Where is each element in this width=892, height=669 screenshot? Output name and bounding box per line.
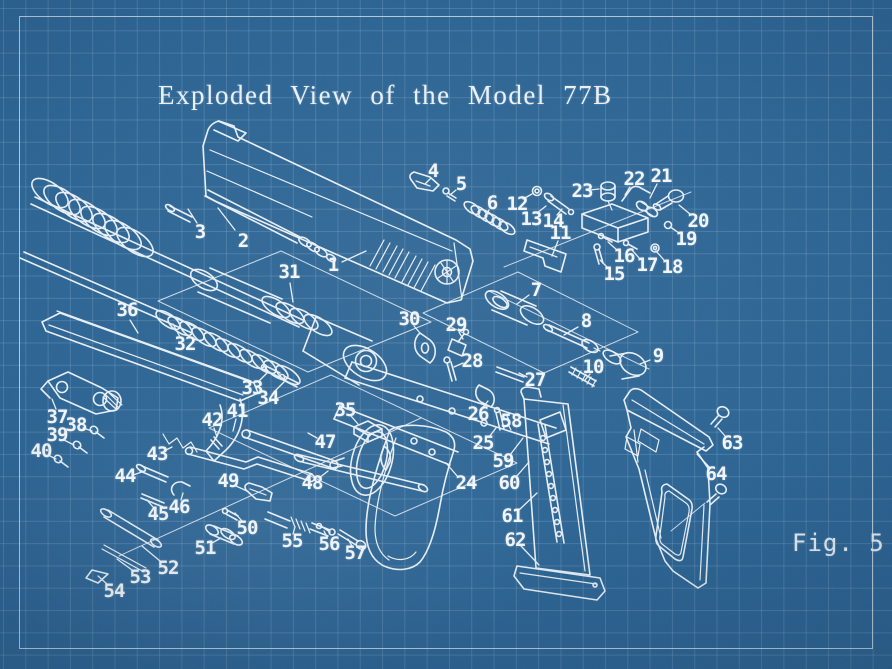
part-label-26: 26 (467, 403, 490, 425)
part-label-25: 25 (472, 432, 495, 454)
part-label-17: 17 (636, 254, 659, 276)
part-label-36: 36 (116, 299, 139, 321)
part-label-5: 5 (455, 173, 467, 195)
part-label-42: 42 (201, 409, 224, 431)
part-label-3: 3 (194, 221, 206, 243)
leader-line-7 (516, 294, 530, 305)
part-label-61: 61 (501, 505, 524, 527)
part-label-24: 24 (455, 472, 478, 494)
part-label-34: 34 (257, 387, 280, 409)
part-label-13: 13 (520, 208, 543, 230)
part-label-49: 49 (217, 470, 240, 492)
part-label-23: 23 (571, 180, 594, 202)
part-label-14: 14 (542, 210, 565, 232)
leader-line-31 (289, 282, 294, 303)
part-label-58: 58 (500, 410, 523, 432)
part-label-32: 32 (174, 333, 197, 355)
part-label-10: 10 (582, 356, 605, 378)
part-label-8: 8 (580, 310, 592, 332)
figure-label: Fig. 5 (792, 529, 885, 557)
diagram-title: Exploded View of the Model 77B (158, 80, 613, 110)
part-label-1: 1 (327, 254, 339, 276)
part-label-59: 59 (492, 450, 515, 472)
part-label-31: 31 (278, 261, 301, 283)
part-label-62: 62 (504, 529, 527, 551)
part-label-56: 56 (318, 533, 341, 555)
leader-line-9 (639, 359, 651, 365)
part-label-28: 28 (461, 350, 484, 372)
part-label-9: 9 (652, 345, 664, 367)
part-label-41: 41 (226, 400, 249, 422)
part-label-54: 54 (103, 580, 126, 602)
part-label-44: 44 (114, 465, 137, 487)
part-label-22: 22 (623, 168, 646, 190)
part-label-51: 51 (194, 537, 217, 559)
leader-line-8 (563, 326, 579, 336)
part-label-57: 57 (344, 542, 367, 564)
part-label-47: 47 (314, 431, 337, 453)
part-label-35: 35 (334, 399, 357, 421)
part-label-27: 27 (524, 369, 547, 391)
part-label-43: 43 (146, 443, 169, 465)
part-label-21: 21 (650, 165, 673, 187)
part-label-60: 60 (498, 472, 521, 494)
part-label-38: 38 (65, 414, 88, 436)
part-label-48: 48 (301, 472, 324, 494)
part-label-52: 52 (157, 557, 180, 579)
part-label-18: 18 (661, 256, 684, 278)
part-label-2: 2 (237, 230, 249, 252)
part-label-16: 16 (613, 245, 636, 267)
part-label-4: 4 (427, 160, 439, 182)
part-label-64: 64 (705, 463, 728, 485)
part-label-46: 46 (168, 496, 191, 518)
leader-line-1 (341, 250, 367, 263)
part-label-63: 63 (721, 432, 744, 454)
part-label-40: 40 (30, 440, 53, 462)
leader-line-36 (129, 319, 139, 334)
part-label-29: 29 (445, 314, 468, 336)
part-label-20: 20 (687, 210, 710, 232)
part-label-30: 30 (398, 308, 421, 330)
part-label-45: 45 (147, 503, 170, 525)
part-label-55: 55 (281, 530, 304, 552)
part-label-6: 6 (486, 192, 498, 214)
part-label-50: 50 (236, 517, 259, 539)
part-label-7: 7 (530, 279, 542, 301)
part-label-53: 53 (129, 566, 152, 588)
leader-line-2 (217, 207, 236, 231)
